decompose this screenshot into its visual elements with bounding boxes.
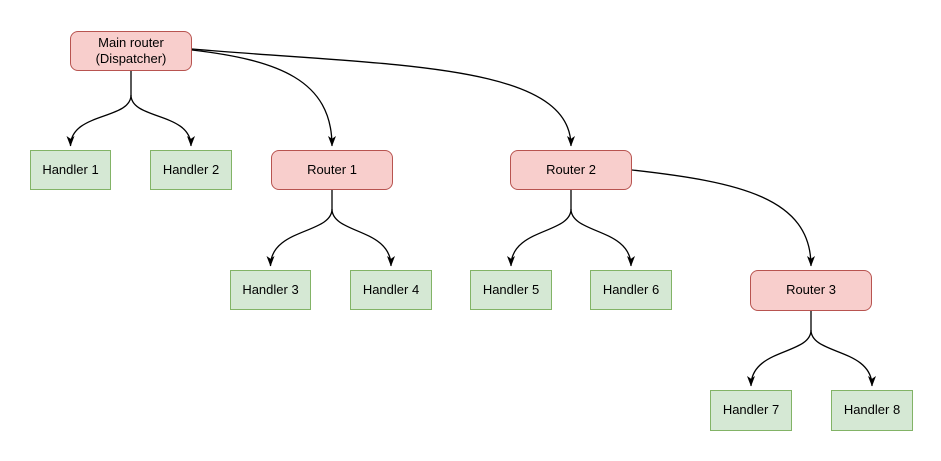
node-handler-5: Handler 5	[470, 270, 552, 310]
edge-router1-handler3	[266, 208, 333, 267]
edge-main-handler1	[66, 94, 132, 147]
edge-router2-handler5	[507, 208, 572, 267]
node-handler-6: Handler 6	[590, 270, 672, 310]
node-router-2: Router 2	[510, 150, 632, 190]
edge-router1-handler4	[331, 208, 395, 267]
node-handler-2: Handler 2	[150, 150, 232, 190]
edge-main-handler2	[130, 94, 195, 147]
node-main-router: Main router (Dispatcher)	[70, 31, 192, 71]
edge-router3-handler8	[810, 329, 876, 387]
node-handler-3: Handler 3	[230, 270, 311, 310]
edge-router3-handler7	[747, 329, 812, 387]
edge-router2-router3	[631, 169, 815, 267]
node-router-1: Router 1	[271, 150, 393, 190]
node-router-3: Router 3	[750, 270, 872, 311]
edge-router2-handler6	[570, 208, 635, 267]
node-handler-4: Handler 4	[350, 270, 432, 310]
node-handler-8: Handler 8	[831, 390, 913, 431]
node-handler-7: Handler 7	[710, 390, 792, 431]
edge-main-router1	[191, 49, 336, 147]
edge-main-router2	[191, 48, 575, 147]
node-handler-1: Handler 1	[30, 150, 111, 190]
